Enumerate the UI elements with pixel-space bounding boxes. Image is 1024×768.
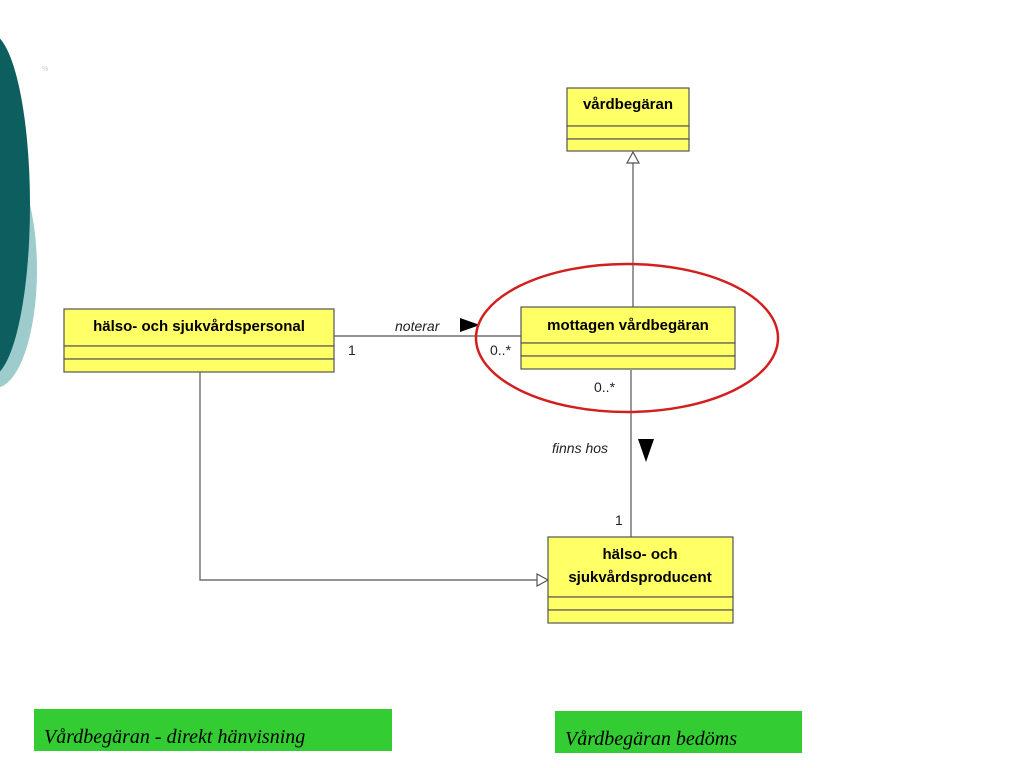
class-name: hälso- och sjukvårdspersonal [93,318,305,335]
generalization-personal-to-producent-line [199,372,537,581]
triangle-down-icon [638,439,654,462]
association-label-noterar: noterar [395,318,441,334]
highlight-ellipse [474,262,780,414]
class-halso-och-sjukvardspersonal[interactable]: hälso- och sjukvårdspersonal [63,308,335,373]
class-name: vårdbegäran [583,96,673,113]
class-name: mottagen vårdbegäran [547,317,709,334]
class-vardbegaran[interactable]: vårdbegäran [566,87,690,152]
multiplicity-finns-hos-target: 1 [615,512,623,528]
multiplicity-finns-hos-source: 0..* [594,379,616,395]
class-name-line-2: sjukvårdsproducent [568,569,711,586]
multiplicity-noterar-target: 0..* [490,342,512,358]
generalization-arrow-head [625,150,641,164]
class-halso-och-sjukvardsproducent[interactable]: hälso- och sjukvårdsproducent [547,536,734,624]
slide-mark: % [42,66,49,73]
class-mottagen-vardbegaran[interactable]: mottagen vårdbegäran [520,306,736,370]
caption-direkt-hanvisning: Vårdbegäran - direkt hänvisning [34,709,392,751]
triangle-right-icon [460,318,480,332]
association-label-finns-hos: finns hos [552,440,608,456]
caption-bedoms: Vårdbegäran bedöms [555,711,802,753]
class-name-line-1: hälso- och [602,546,677,563]
slide-decor-dark-arc [0,38,30,372]
multiplicity-noterar-source: 1 [348,342,356,358]
generalization-arrow-head [536,572,550,588]
